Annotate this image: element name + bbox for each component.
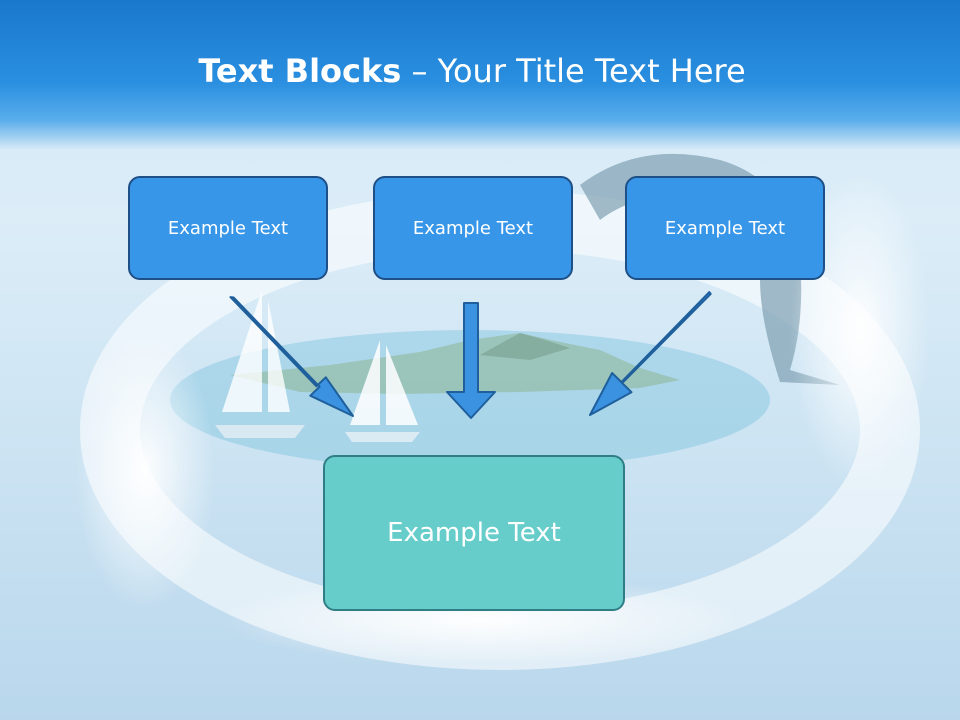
text-box-center-label: Example Text [412, 217, 534, 239]
text-box-right: Example Text [625, 176, 825, 280]
arrow-right-icon [589, 291, 712, 416]
title-separator: – [401, 52, 438, 90]
text-box-center: Example Text [373, 176, 573, 280]
header-band [0, 0, 960, 150]
sailboat-right [345, 340, 420, 442]
title-rest: Your Title Text Here [437, 52, 746, 90]
slide-title: Text Blocks – Your Title Text Here [0, 52, 944, 90]
text-box-bottom: Example Text [323, 455, 625, 611]
arrow-left-icon [229, 296, 354, 417]
wave-spray-left [75, 330, 215, 610]
text-box-left: Example Text [128, 176, 328, 280]
text-box-left-label: Example Text [167, 217, 289, 239]
title-bold: Text Blocks [198, 52, 402, 90]
mountain [480, 333, 570, 360]
text-box-bottom-label: Example Text [387, 518, 561, 548]
arrow-center-icon [446, 302, 496, 419]
wave-spray-right [790, 170, 930, 490]
text-box-right-label: Example Text [664, 217, 786, 239]
